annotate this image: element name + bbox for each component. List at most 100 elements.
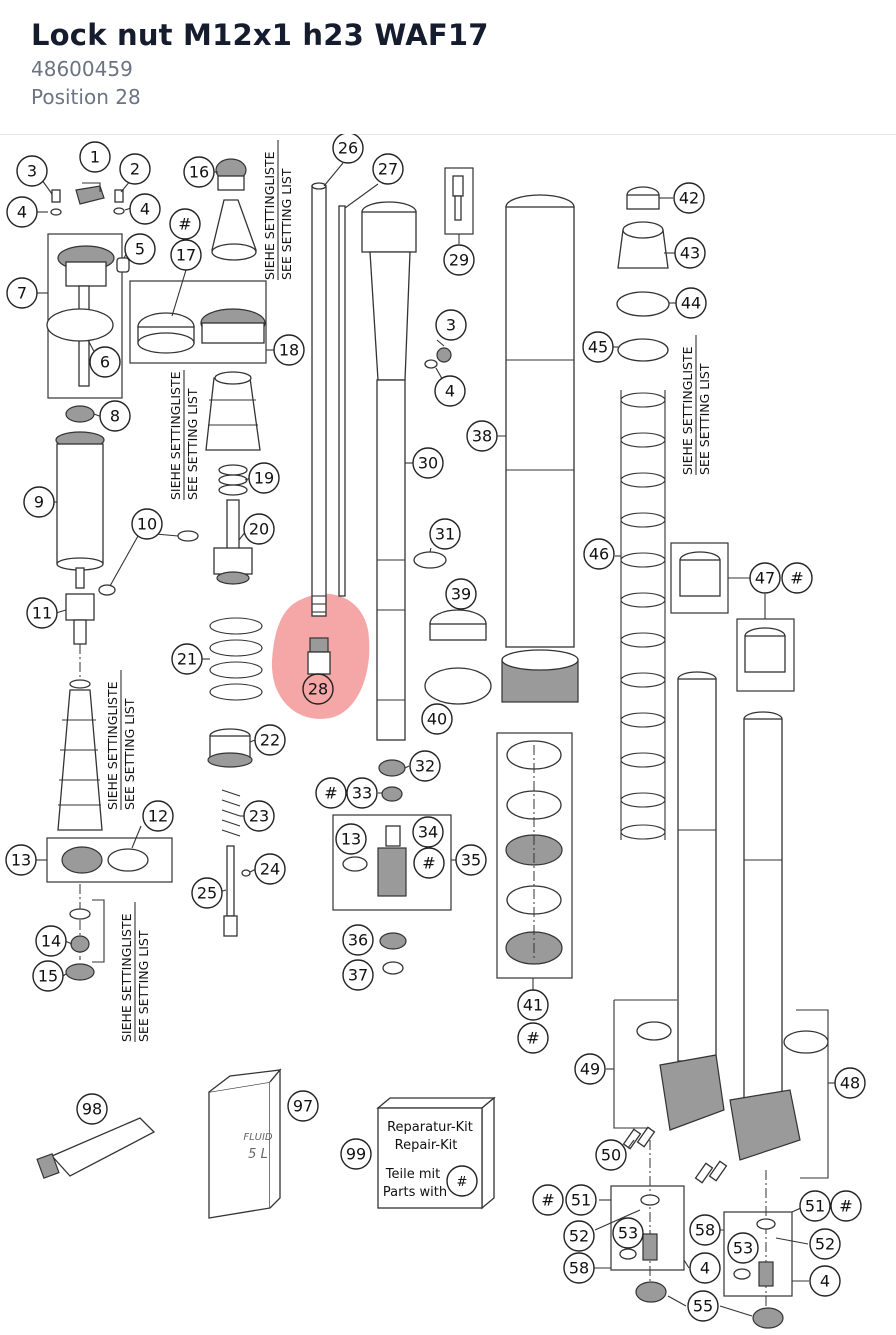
callout-2[interactable]: 2 xyxy=(119,153,151,185)
kit-marker-callout[interactable]: # xyxy=(517,1022,549,1054)
callout-24[interactable]: 24 xyxy=(254,853,286,885)
callout-4[interactable]: 4 xyxy=(689,1252,721,1284)
callout-42[interactable]: 42 xyxy=(673,182,705,214)
callout-35[interactable]: 35 xyxy=(455,844,487,876)
callout-5[interactable]: 5 xyxy=(124,233,156,265)
callout-11[interactable]: 11 xyxy=(26,597,58,629)
callout-number: 98 xyxy=(82,1100,102,1119)
callout-13[interactable]: 13 xyxy=(335,823,367,855)
callout-45[interactable]: 45 xyxy=(582,331,614,363)
callout-29[interactable]: 29 xyxy=(443,244,475,276)
kit-marker-callout[interactable]: # xyxy=(532,1184,564,1216)
callout-47[interactable]: 47 xyxy=(749,562,781,594)
callout-16[interactable]: 16 xyxy=(183,156,215,188)
callout-13[interactable]: 13 xyxy=(5,844,37,876)
callout-22[interactable]: 22 xyxy=(254,724,286,756)
callout-40[interactable]: 40 xyxy=(421,703,453,735)
callout-28[interactable]: 28 xyxy=(302,673,334,705)
callout-51[interactable]: 51 xyxy=(799,1190,831,1222)
kit-marker-callout[interactable]: # xyxy=(315,777,347,809)
callout-44[interactable]: 44 xyxy=(675,287,707,319)
callout-9[interactable]: 9 xyxy=(23,486,55,518)
callout-31[interactable]: 31 xyxy=(429,518,461,550)
callout-number: 1 xyxy=(90,148,100,167)
callout-15[interactable]: 15 xyxy=(32,960,64,992)
callout-number: # xyxy=(541,1191,554,1210)
callout-number: 8 xyxy=(110,407,120,426)
callout-3[interactable]: 3 xyxy=(435,309,467,341)
callout-12[interactable]: 12 xyxy=(142,800,174,832)
page-title: Lock nut M12x1 h23 WAF17 xyxy=(31,18,489,52)
callout-number: 4 xyxy=(445,382,455,401)
callout-4[interactable]: 4 xyxy=(809,1265,841,1297)
callout-number: 34 xyxy=(418,823,438,842)
callout-4[interactable]: 4 xyxy=(129,193,161,225)
callout-39[interactable]: 39 xyxy=(445,578,477,610)
callout-43[interactable]: 43 xyxy=(674,237,706,269)
setting-list-labels: SIEHE SETTINGLISTE SEE SETTING LIST SIEH… xyxy=(105,140,712,1042)
callout-27[interactable]: 27 xyxy=(372,153,404,185)
setting-label-de: SIEHE SETTINGLISTE xyxy=(680,346,695,475)
callout-48[interactable]: 48 xyxy=(834,1067,866,1099)
callout-49[interactable]: 49 xyxy=(574,1053,606,1085)
callout-23[interactable]: 23 xyxy=(243,800,275,832)
center-left-assembly xyxy=(129,158,267,937)
callout-36[interactable]: 36 xyxy=(342,924,374,956)
callout-53[interactable]: 53 xyxy=(727,1232,759,1264)
callout-99[interactable]: 99 xyxy=(340,1138,372,1170)
callout-17[interactable]: 17 xyxy=(170,239,202,271)
callout-14[interactable]: 14 xyxy=(35,925,67,957)
callout-1[interactable]: 1 xyxy=(79,141,111,173)
callout-25[interactable]: 25 xyxy=(191,877,223,909)
callout-52[interactable]: 52 xyxy=(809,1228,841,1260)
callout-7[interactable]: 7 xyxy=(6,277,38,309)
callout-number: 17 xyxy=(176,246,196,265)
callout-3[interactable]: 3 xyxy=(16,155,48,187)
callout-6[interactable]: 6 xyxy=(89,346,121,378)
callout-26[interactable]: 26 xyxy=(332,134,364,164)
callout-number: 3 xyxy=(27,162,37,181)
kit-marker-callout[interactable]: # xyxy=(169,208,201,240)
callout-52[interactable]: 52 xyxy=(563,1220,595,1252)
callout-37[interactable]: 37 xyxy=(342,959,374,991)
kit-marker-callout[interactable]: # xyxy=(830,1190,862,1222)
callout-4[interactable]: 4 xyxy=(6,196,38,228)
kit-label-de: Reparatur-Kit xyxy=(387,1120,473,1135)
callout-number: 99 xyxy=(346,1145,366,1164)
callout-34[interactable]: 34 xyxy=(412,816,444,848)
callout-58[interactable]: 58 xyxy=(563,1252,595,1284)
callout-19[interactable]: 19 xyxy=(248,462,280,494)
callout-98[interactable]: 98 xyxy=(76,1093,108,1125)
callout-30[interactable]: 30 xyxy=(412,447,444,479)
callout-58[interactable]: 58 xyxy=(689,1214,721,1246)
callout-number: 11 xyxy=(32,604,52,623)
callout-10[interactable]: 10 xyxy=(131,508,163,540)
callout-number: 50 xyxy=(601,1146,621,1165)
callout-21[interactable]: 21 xyxy=(171,643,203,675)
callout-38[interactable]: 38 xyxy=(466,420,498,452)
setting-label-de: SIEHE SETTINGLISTE xyxy=(262,151,277,280)
callout-number: 16 xyxy=(189,163,209,182)
callout-8[interactable]: 8 xyxy=(99,400,131,432)
callout-97[interactable]: 97 xyxy=(287,1090,319,1122)
callout-18[interactable]: 18 xyxy=(273,334,305,366)
callout-20[interactable]: 20 xyxy=(243,513,275,545)
callout-33[interactable]: 33 xyxy=(346,777,378,809)
callout-number: 38 xyxy=(472,427,492,446)
callout-46[interactable]: 46 xyxy=(583,538,615,570)
kit-parts-en: Parts with xyxy=(383,1185,447,1200)
callout-50[interactable]: 50 xyxy=(595,1139,627,1171)
kit-marker-callout[interactable]: # xyxy=(781,562,813,594)
callout-41[interactable]: 41 xyxy=(517,989,549,1021)
callout-55[interactable]: 55 xyxy=(687,1290,719,1322)
callout-number: 21 xyxy=(177,650,197,669)
callout-53[interactable]: 53 xyxy=(612,1217,644,1249)
callout-32[interactable]: 32 xyxy=(409,750,441,782)
callout-number: 13 xyxy=(341,830,361,849)
outer-tube-assembly xyxy=(496,194,579,979)
callout-51[interactable]: 51 xyxy=(565,1184,597,1216)
callout-number: # xyxy=(422,854,435,873)
kit-marker-callout[interactable]: # xyxy=(413,847,445,879)
callout-4[interactable]: 4 xyxy=(434,375,466,407)
